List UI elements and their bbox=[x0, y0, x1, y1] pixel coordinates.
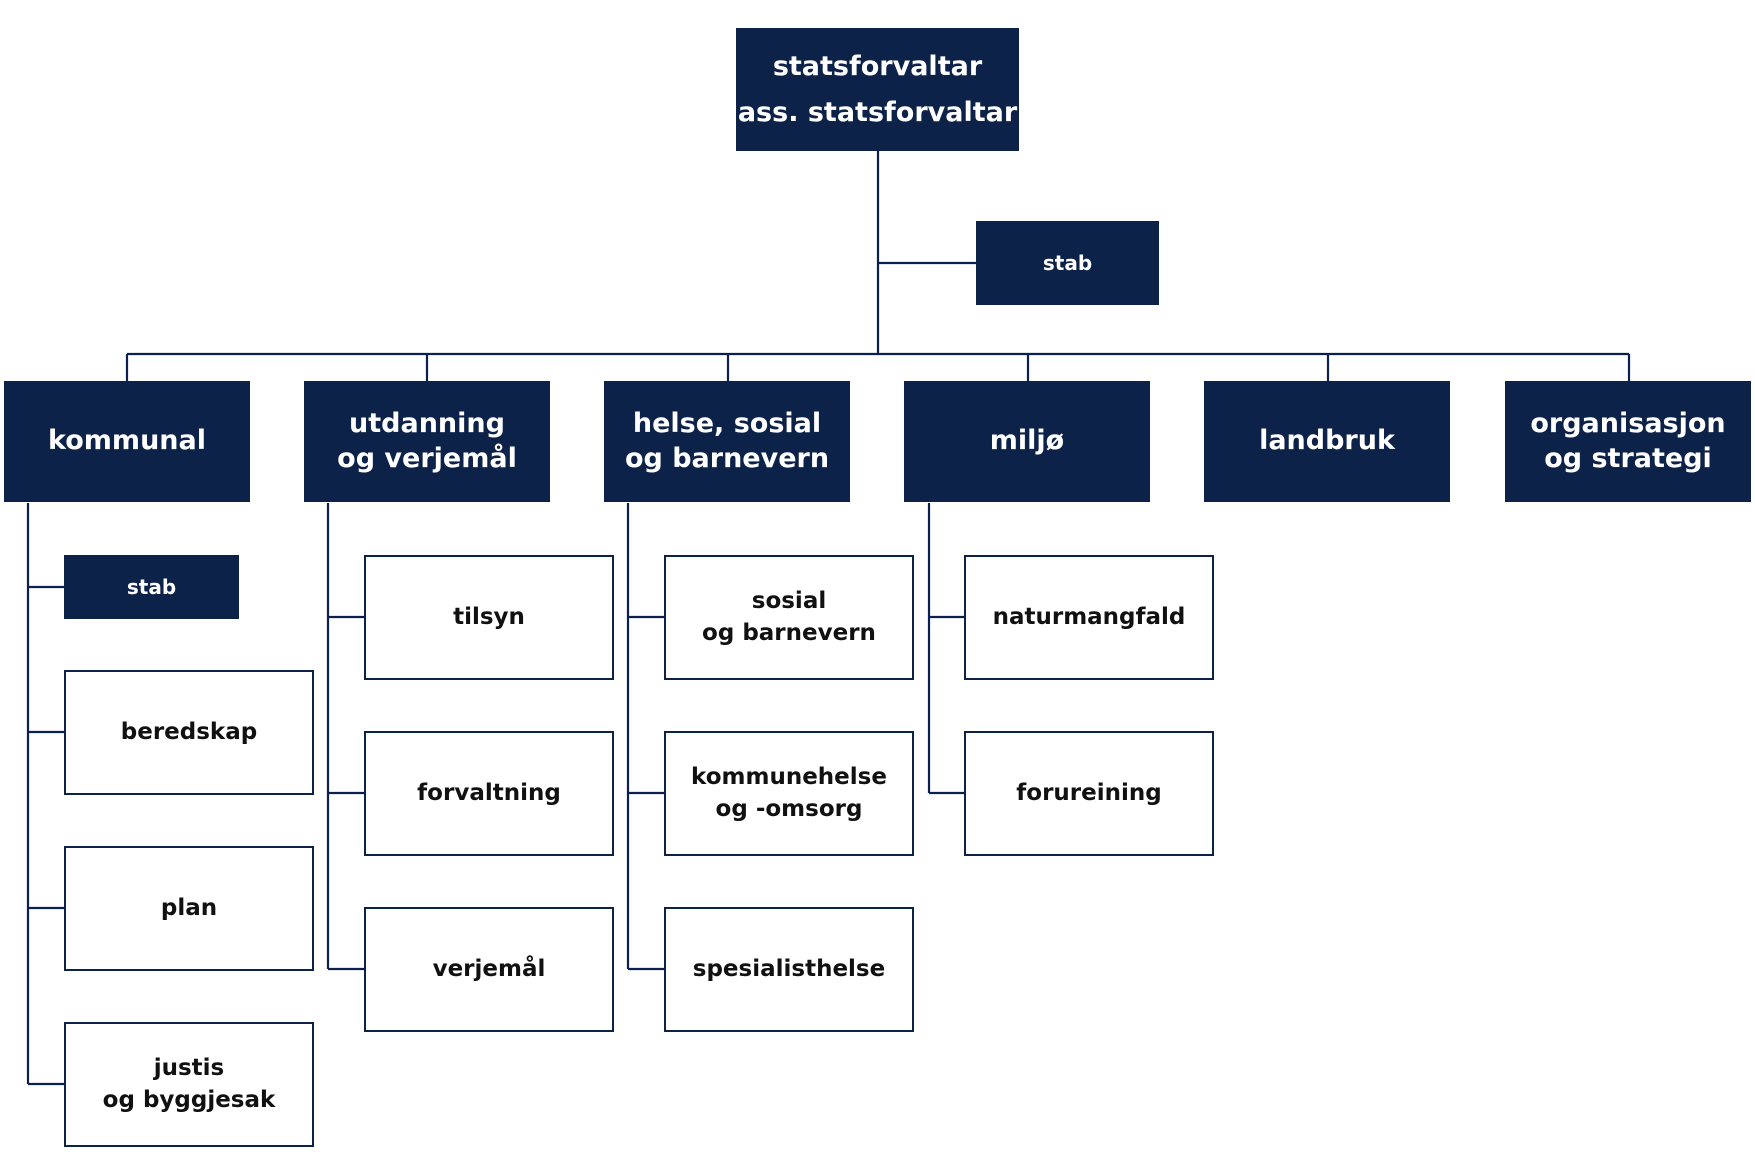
top-box-label: statsforvaltar ass. statsforvaltar bbox=[737, 51, 1018, 128]
dept-label: helse, sosial og barnevern bbox=[624, 407, 830, 474]
kommunal-stab-box: stab bbox=[64, 555, 239, 619]
unit-box-plan: plan bbox=[64, 846, 314, 971]
dept-box-organisasjon: organisasjon og strategi bbox=[1505, 381, 1751, 502]
unit-label: beredskap bbox=[120, 718, 258, 745]
unit-label: kommunehelse og -omsorg bbox=[691, 764, 887, 822]
unit-label: sosial og barnevern bbox=[702, 588, 876, 646]
unit-label: plan bbox=[160, 894, 218, 921]
unit-label: verjemål bbox=[432, 955, 546, 982]
dept-box-utdanning: utdanning og verjemål bbox=[304, 381, 550, 502]
top-stab-label: stab bbox=[1042, 251, 1093, 275]
unit-box-sosial: sosial og barnevern bbox=[664, 555, 914, 680]
unit-label: justis og byggjesak bbox=[102, 1055, 276, 1113]
unit-box-forvaltning: forvaltning bbox=[364, 731, 614, 856]
dept-label: kommunal bbox=[48, 425, 206, 457]
dept-label: landbruk bbox=[1259, 425, 1395, 457]
unit-label: tilsyn bbox=[453, 603, 525, 630]
unit-box-beredskap: beredskap bbox=[64, 670, 314, 795]
dept-label: organisasjon og strategi bbox=[1530, 407, 1726, 474]
unit-box-justis: justis og byggjesak bbox=[64, 1022, 314, 1147]
unit-box-forureining: forureining bbox=[964, 731, 1214, 856]
top-box-statsforvaltar: statsforvaltar ass. statsforvaltar bbox=[736, 28, 1019, 151]
unit-label: forureining bbox=[1016, 779, 1162, 806]
dept-label: utdanning og verjemål bbox=[337, 407, 517, 474]
unit-label: spesialisthelse bbox=[692, 955, 886, 982]
dept-box-landbruk: landbruk bbox=[1204, 381, 1450, 502]
unit-label: naturmangfald bbox=[992, 603, 1186, 630]
dept-label: miljø bbox=[989, 425, 1065, 457]
unit-box-tilsyn: tilsyn bbox=[364, 555, 614, 680]
unit-box-kommunehelse: kommunehelse og -omsorg bbox=[664, 731, 914, 856]
top-stab-box: stab bbox=[976, 221, 1159, 305]
unit-box-spesialisthelse: spesialisthelse bbox=[664, 907, 914, 1032]
kommunal-stab-label: stab bbox=[126, 575, 177, 599]
unit-label: forvaltning bbox=[417, 779, 561, 806]
unit-box-verjemal: verjemål bbox=[364, 907, 614, 1032]
unit-box-naturmangfald: naturmangfald bbox=[964, 555, 1214, 680]
dept-box-miljo: miljø bbox=[904, 381, 1150, 502]
dept-box-helse: helse, sosial og barnevern bbox=[604, 381, 850, 502]
dept-box-kommunal: kommunal bbox=[4, 381, 250, 502]
